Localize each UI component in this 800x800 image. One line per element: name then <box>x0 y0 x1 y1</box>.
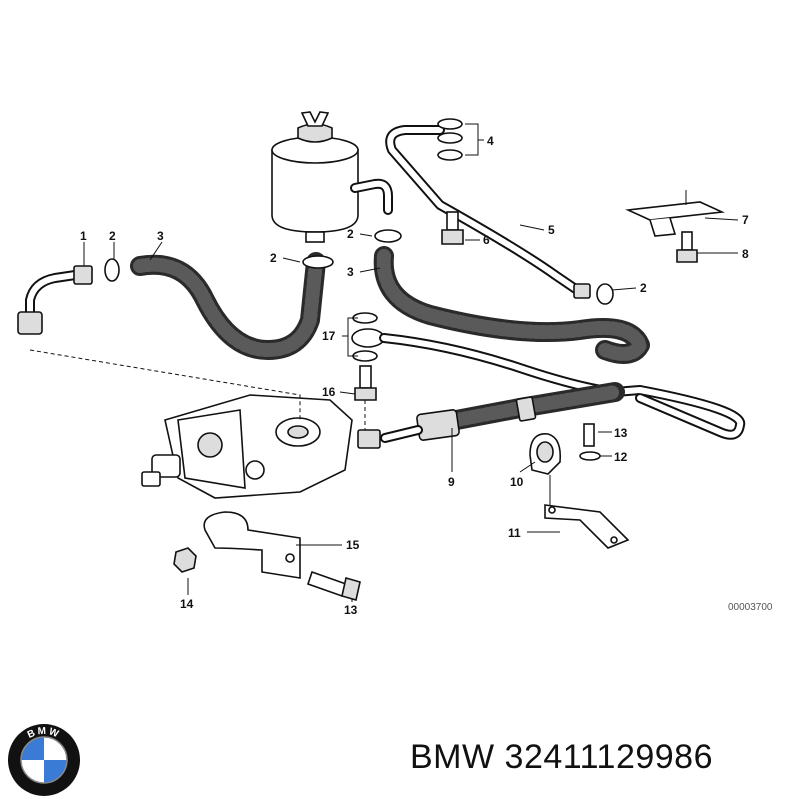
pressure-hose <box>357 333 746 449</box>
callout-2-outlet: 2 <box>347 227 354 241</box>
callout-1: 1 <box>80 229 87 243</box>
pressure-line-banjo <box>351 312 385 401</box>
callout-6: 6 <box>483 233 490 247</box>
callout-16: 16 <box>322 385 336 399</box>
callout-15: 15 <box>346 538 360 552</box>
callout-leaders <box>83 123 739 602</box>
callout-13-lower: 13 <box>344 603 358 617</box>
callout-3-left: 3 <box>157 229 164 243</box>
banjo-washers <box>437 118 464 245</box>
callout-7: 7 <box>742 213 749 227</box>
callout-10: 10 <box>510 475 524 489</box>
bmw-logo: BMW <box>8 724 80 796</box>
callout-9: 9 <box>448 475 455 489</box>
mounting-bracket <box>625 190 725 263</box>
drawing-code: 00003700 <box>728 602 773 613</box>
callout-14: 14 <box>180 597 194 611</box>
callout-labels: 1 2 3 2 2 3 4 5 6 7 8 2 17 16 9 13 12 10… <box>80 134 773 617</box>
return-pipe <box>385 125 614 305</box>
callout-3-right: 3 <box>347 265 354 279</box>
return-hose-left <box>17 252 334 360</box>
callout-2-reservoir: 2 <box>270 251 277 265</box>
return-hose-right <box>373 229 650 364</box>
callout-12: 12 <box>614 450 628 464</box>
callout-8: 8 <box>742 247 749 261</box>
svg-text:BMW: BMW <box>26 726 62 741</box>
callout-11: 11 <box>508 526 521 540</box>
fluid-reservoir <box>271 111 393 243</box>
callout-5: 5 <box>548 223 555 237</box>
callout-17: 17 <box>322 329 336 343</box>
lower-clamp-assembly <box>173 511 361 602</box>
callout-2-right: 2 <box>640 281 647 295</box>
callout-4: 4 <box>487 134 494 148</box>
part-number-caption: BMW 32411129986 <box>410 738 713 776</box>
pipe-clamp-assembly <box>529 423 630 549</box>
assembly-guide-lines <box>29 349 366 430</box>
steering-gear-box <box>141 394 353 499</box>
callout-2-left: 2 <box>109 229 116 243</box>
callout-13-upper: 13 <box>614 426 628 440</box>
